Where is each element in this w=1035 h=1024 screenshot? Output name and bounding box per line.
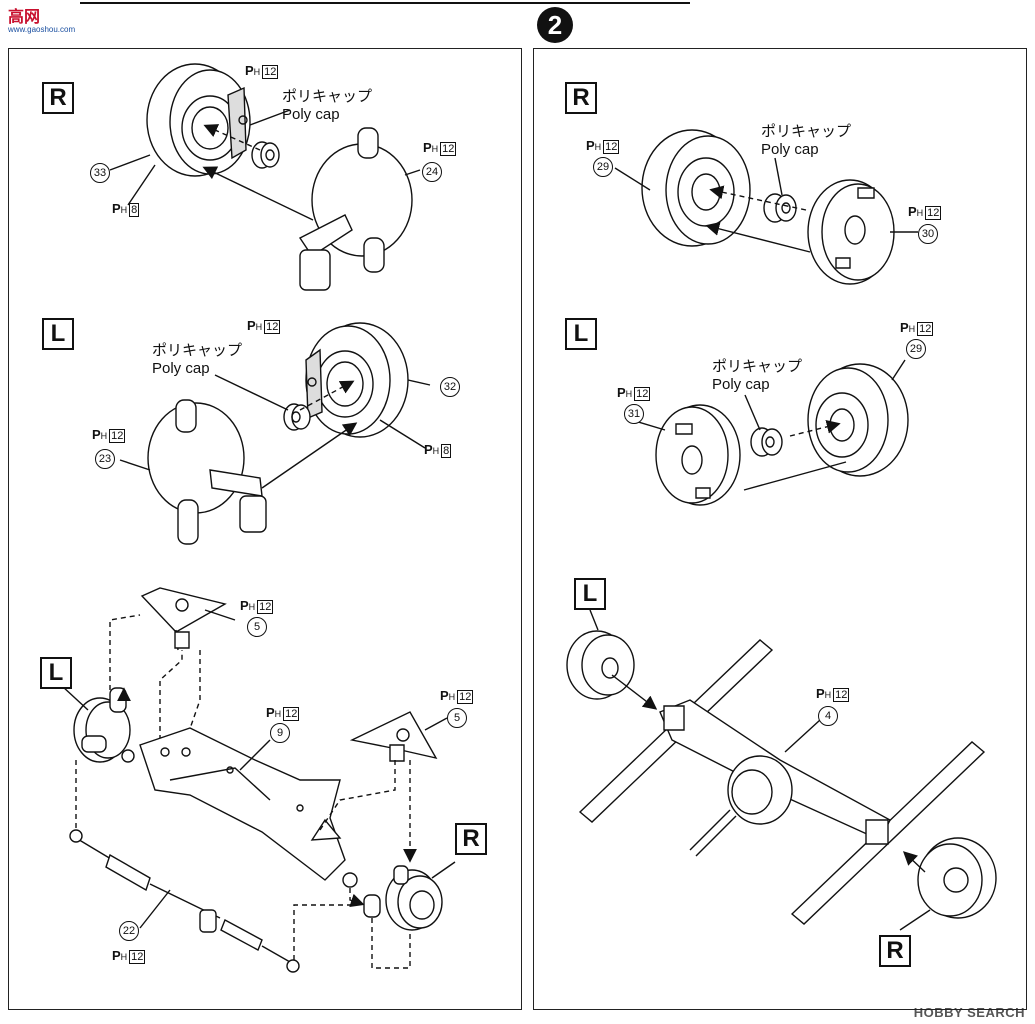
part-number-32: 32 [440,377,460,397]
axle-assembly-4-drawing [580,640,984,924]
side-label-l: L [565,318,597,350]
part-number-22: 22 [119,921,139,941]
knuckle-24-drawing [300,128,412,290]
part-number-30: 30 [918,224,938,244]
part-number-9: 9 [270,723,290,743]
side-label-l: L [574,578,606,610]
side-label-r: R [879,935,911,967]
part-number-23: 23 [95,449,115,469]
left-panel [8,48,522,1010]
side-label-r: R [565,82,597,114]
side-label-r: R [455,823,487,855]
part-number-29: 29 [593,157,613,177]
side-label-l: L [42,318,74,350]
side-label-l: L [40,657,72,689]
watermark-logo: 高网 www.gaoshou.com [8,9,76,34]
knuckle-l-small-drawing [74,687,134,830]
drum-r-axle-drawing [902,838,996,918]
part-number-29: 29 [906,339,926,359]
part-number-4: 4 [818,706,838,726]
crossmember-9-drawing [140,728,357,887]
right-panel [533,48,1027,1010]
knuckle-r-small-drawing [349,866,442,968]
wheel-31-l-drawing [656,405,782,505]
part-number-31: 31 [624,404,644,424]
part-number-5: 5 [247,617,267,637]
part-number-24: 24 [422,162,442,182]
side-label-r: R [42,82,74,114]
step-badge: 2 [537,7,573,43]
top-rule [80,2,690,4]
drum-l-axle-drawing [567,631,658,710]
part-number-5: 5 [447,708,467,728]
drum-33-drawing [147,64,313,220]
knuckle-23-drawing [148,400,266,544]
watermark-hobby-search: HOBBY SEARCH [913,1005,1025,1020]
wheel-29-l-drawing [744,364,908,490]
upper-arm-5-right-drawing [320,712,436,863]
upper-arm-5-left-drawing [110,588,225,740]
drum-32-drawing [262,323,408,488]
part-number-33: 33 [90,163,110,183]
steering-rack-22-drawing [70,830,352,972]
wheel-30-r-drawing [705,180,894,284]
wheel-29-r-drawing [642,130,796,246]
